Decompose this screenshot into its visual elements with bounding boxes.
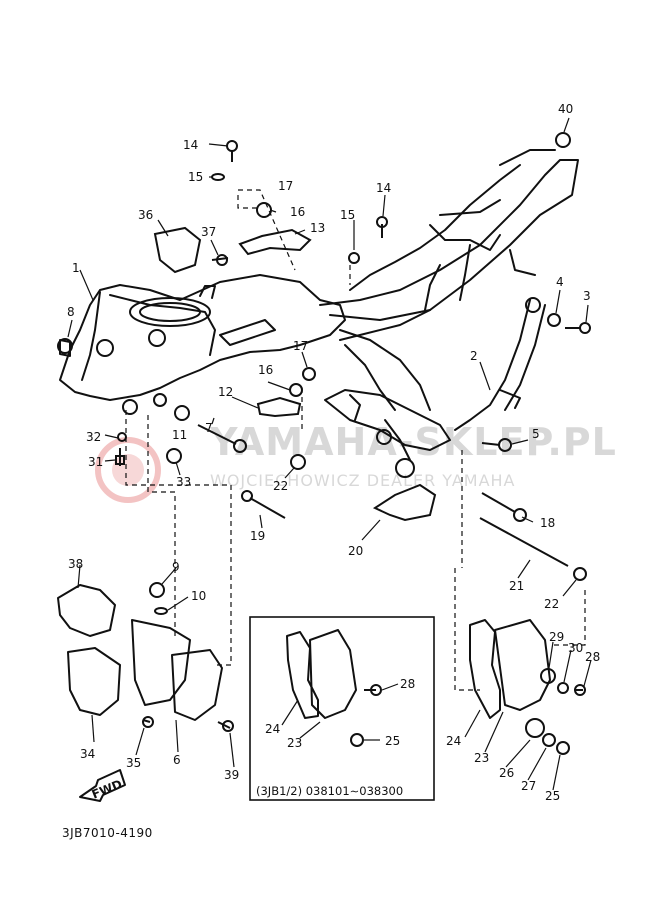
callout-24a: 24 (265, 722, 280, 736)
forward-direction-label: FWD (90, 777, 124, 802)
lower-left-cover-assembly (57, 582, 234, 802)
callout-33: 33 (176, 475, 191, 489)
callout-36: 36 (138, 208, 153, 222)
callout-15a: 15 (188, 170, 203, 184)
callout-26: 26 (499, 766, 514, 780)
callout-12: 12 (218, 385, 233, 399)
drawing-code: 3JB7010-4190 (62, 826, 153, 840)
callout-18: 18 (540, 516, 555, 530)
callout-37: 37 (201, 225, 216, 239)
callout-19: 19 (250, 529, 265, 543)
callout-11: 11 (172, 428, 187, 442)
callout-35: 35 (126, 756, 141, 770)
inset-caption: (3JB1/2) 038101∼038300 (256, 784, 403, 798)
callout-17a: 17 (278, 179, 293, 193)
callout-13: 13 (310, 221, 325, 235)
callout-2: 2 (470, 349, 478, 363)
leader-lines (125, 189, 586, 691)
callout-25b: 25 (545, 789, 560, 803)
callout-21: 21 (509, 579, 524, 593)
callout-8: 8 (67, 305, 75, 319)
callout-3: 3 (583, 289, 591, 303)
callout-15b: 15 (340, 208, 355, 222)
callout-22b: 22 (544, 597, 559, 611)
callout-6: 6 (173, 753, 181, 767)
callout-1: 1 (72, 261, 80, 275)
watermark-sub-text: WOJCIECHOWICZ DEALER YAMAHA (210, 471, 516, 490)
lower-right-bracket-assembly (469, 619, 586, 755)
callout-28a: 28 (400, 677, 415, 691)
callout-23b: 23 (474, 751, 489, 765)
callout-27: 27 (521, 779, 536, 793)
callout-40: 40 (558, 102, 573, 116)
inset-box: (3JB1/2) 038101∼038300 (249, 616, 435, 801)
callout-34: 34 (80, 747, 95, 761)
callout-32: 32 (86, 430, 101, 444)
callout-29: 29 (549, 630, 564, 644)
callout-9: 9 (172, 560, 180, 574)
watermark-main-text: YAMAHA-SKLEP.PL (209, 420, 617, 464)
callout-16b: 16 (258, 363, 273, 377)
watermark: YAMAHA-SKLEP.PL WOJCIECHOWICZ DEALER YAM… (95, 420, 617, 503)
callout-10: 10 (191, 589, 206, 603)
hardware-left (57, 132, 591, 581)
callout-7: 7 (205, 421, 213, 435)
main-frame-drawing (59, 149, 579, 478)
callout-20: 20 (348, 544, 363, 558)
callout-28b: 28 (585, 650, 600, 664)
callout-4: 4 (556, 275, 564, 289)
callout-labels: 14 15 17 16 13 36 37 1 8 14 15 40 4 3 2 … (67, 102, 600, 803)
callout-25a: 25 (385, 734, 400, 748)
callout-14a: 14 (183, 138, 198, 152)
callout-leaders (67, 117, 592, 791)
callout-17b: 17 (293, 339, 308, 353)
callout-22a: 22 (273, 479, 288, 493)
callout-30: 30 (568, 641, 583, 655)
callout-14b: 14 (376, 181, 391, 195)
callout-23a: 23 (287, 736, 302, 750)
callout-38: 38 (68, 557, 83, 571)
callout-5: 5 (532, 427, 540, 441)
callout-39: 39 (224, 768, 239, 782)
callout-24b: 24 (446, 734, 461, 748)
callout-16a: 16 (290, 205, 305, 219)
callout-31: 31 (88, 455, 103, 469)
